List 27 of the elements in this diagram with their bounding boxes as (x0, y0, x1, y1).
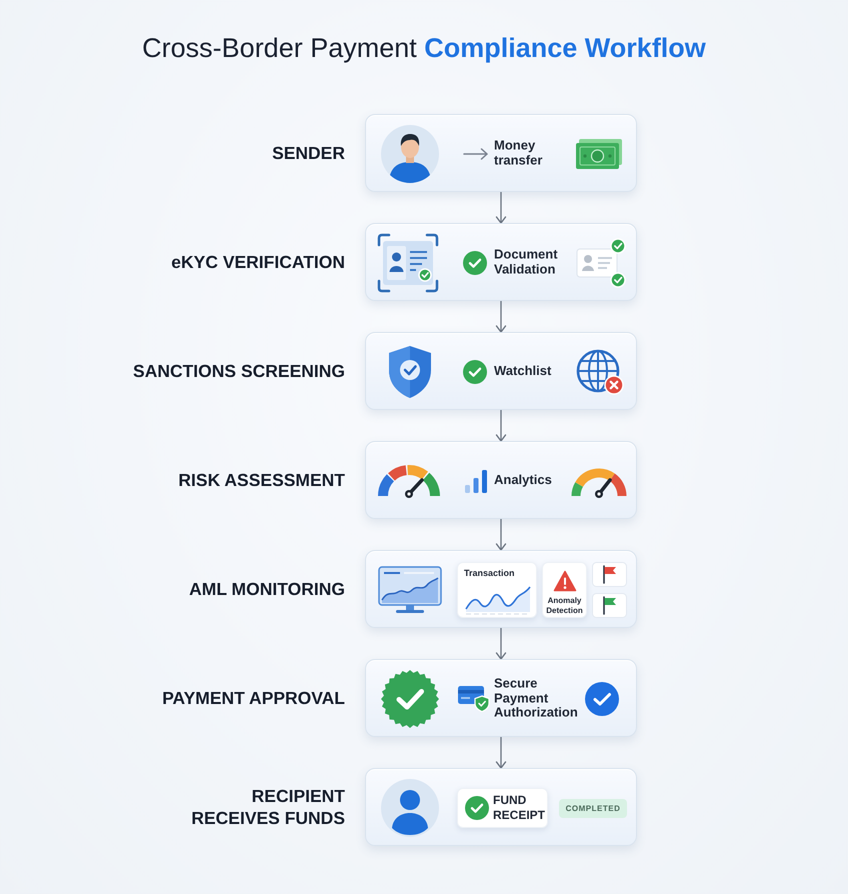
arrow (496, 737, 506, 769)
step-title: RISK ASSESSMENT (177, 469, 345, 491)
step-text: Analytics (494, 472, 553, 488)
receipt-text: FUND RECEIPT (493, 793, 545, 823)
step-text: Secure Payment Authorization (494, 676, 579, 720)
step-text: Money transfer (494, 138, 544, 168)
status-text: COMPLETED (564, 804, 622, 814)
arrow (496, 519, 506, 551)
arrow (496, 628, 506, 660)
step-text: Document Validation (494, 248, 559, 276)
step-title: SANCTIONS SCREENING (132, 360, 345, 382)
step-text: Watchlist (494, 364, 552, 378)
panel-title: Transaction (464, 568, 516, 579)
step-title: eKYC VERIFICATION (170, 251, 345, 273)
arrow (496, 192, 506, 224)
arrow (496, 410, 506, 442)
title: Cross-Border Payment Compliance Workflow (141, 32, 707, 65)
status-badge (559, 799, 627, 818)
arrow (496, 301, 506, 333)
anomaly-panel (542, 562, 587, 618)
panel-text: Anomaly Detection (545, 596, 584, 616)
step-title: RECIPIENT RECEIVES FUNDS (190, 785, 345, 829)
step-title: SENDER (271, 142, 345, 164)
transaction-panel (457, 562, 537, 618)
step-title: PAYMENT APPROVAL (161, 687, 345, 709)
step-title: AML MONITORING (188, 578, 345, 600)
receipt-panel (457, 788, 548, 828)
